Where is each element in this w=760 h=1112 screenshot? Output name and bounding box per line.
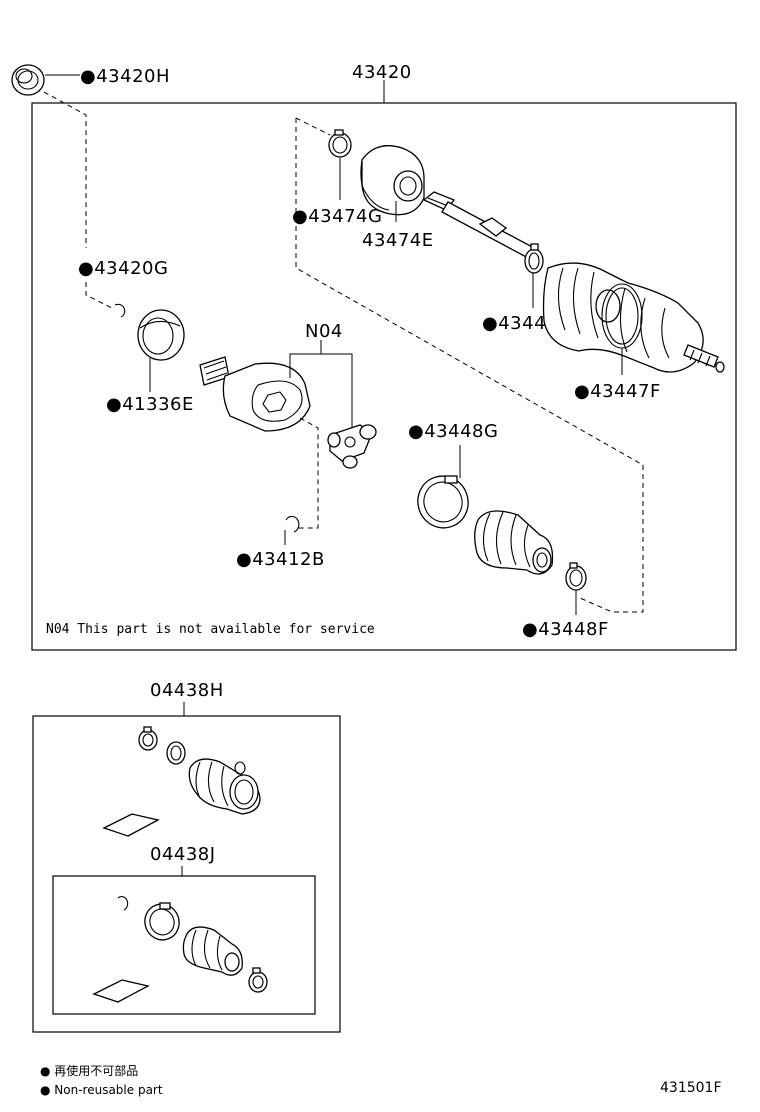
- kit-04438J-boot[interactable]: [182, 926, 243, 976]
- part-label-43412B[interactable]: ●43412B: [236, 549, 325, 570]
- clamp-43448G-part[interactable]: [411, 469, 476, 535]
- part-label-04438J[interactable]: 04438J: [150, 844, 216, 865]
- part-label-43448F[interactable]: ●43448F: [522, 619, 609, 640]
- part-label-43474E[interactable]: 43474E: [362, 230, 434, 251]
- seal-43420H-part[interactable]: [11, 64, 45, 96]
- part-label-43420G[interactable]: ●43420G: [78, 258, 168, 279]
- part-label-43447F[interactable]: ●43447F: [574, 381, 661, 402]
- dash-guide-43420H: [43, 91, 87, 248]
- kit-04438J-frame: [52, 875, 316, 1015]
- dash-guide-shaft: [295, 118, 644, 613]
- kit-04438J-snap-ring[interactable]: [117, 896, 129, 911]
- kit-04438J-grease-pack[interactable]: [92, 979, 150, 1003]
- kit-04438H-boot[interactable]: [188, 758, 261, 815]
- snap-ring-43412B-part[interactable]: [285, 515, 300, 533]
- dash-guide-top: [295, 117, 331, 136]
- part-label-43420H[interactable]: ●43420H: [80, 66, 170, 87]
- inboard-boot-part[interactable]: [474, 510, 554, 575]
- figure-id: 431501F: [660, 1080, 722, 1096]
- dash-guide-N04: [296, 417, 319, 529]
- legend-line-ja: ● 再使用不可部品: [40, 1063, 138, 1078]
- kit-04438J-clamp-large[interactable]: [140, 899, 184, 944]
- kit-04438H-clamp-small[interactable]: [138, 726, 158, 751]
- kit-04438J-clamp-small[interactable]: [248, 967, 268, 993]
- tripod-spider-part[interactable]: [327, 424, 377, 469]
- damper-43474E-part[interactable]: [360, 145, 425, 216]
- snap-ring-43420G-part[interactable]: [114, 303, 126, 318]
- legend-line-en: ● Non-reusable part: [40, 1083, 163, 1097]
- outboard-stub-part[interactable]: [683, 344, 725, 373]
- clamp-43474G-part[interactable]: [328, 129, 352, 158]
- part-label-43420[interactable]: 43420: [352, 62, 412, 83]
- kit-04438H-grease-pack[interactable]: [102, 813, 160, 837]
- kit-04438H-frame: [32, 715, 341, 1033]
- drive-shaft-part[interactable]: [422, 191, 537, 260]
- bearing-41336E-part[interactable]: [137, 309, 185, 361]
- part-label-04438H[interactable]: 04438H: [150, 680, 224, 701]
- part-label-43448G[interactable]: ●43448G: [408, 421, 498, 442]
- part-label-41336E[interactable]: ●41336E: [106, 394, 194, 415]
- kit-04438H-clamp-medium[interactable]: [166, 741, 186, 765]
- service-note: N04 This part is not available for servi…: [46, 622, 375, 637]
- dash-guide-43420G: [85, 282, 113, 309]
- clamp-43447E-part[interactable]: [524, 243, 544, 274]
- part-label-43474G[interactable]: ●43474G: [292, 206, 382, 227]
- outboard-boot-part[interactable]: [542, 262, 704, 373]
- clamp-43448F-part[interactable]: [565, 562, 587, 591]
- part-label-N04[interactable]: N04: [305, 321, 343, 342]
- inboard-joint-housing-part[interactable]: [199, 356, 311, 432]
